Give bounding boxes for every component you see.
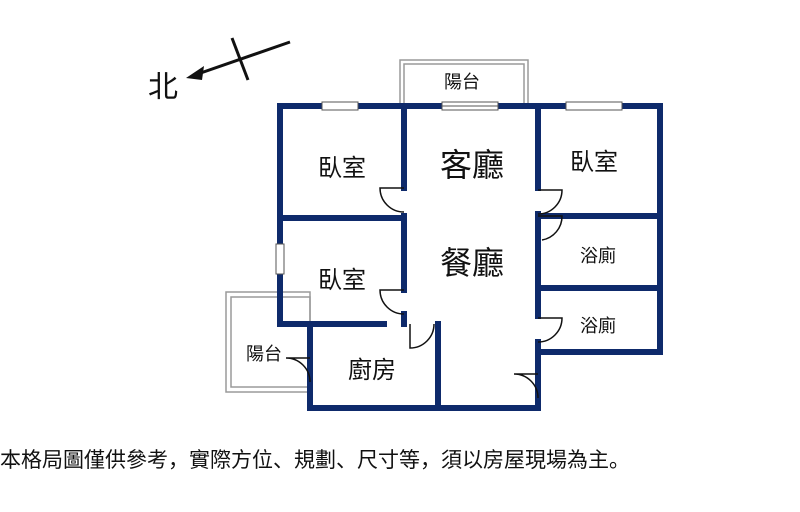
room-label-balcony-top: 陽台 [444, 72, 480, 93]
room-label-bathroom-1: 浴廁 [580, 245, 616, 267]
room-label-bedroom-w: 臥室 [318, 266, 366, 294]
windows [275, 101, 623, 275]
room-label-balcony-left: 陽台 [246, 344, 282, 365]
balcony-left [225, 291, 311, 393]
north-arrow-icon [186, 37, 291, 81]
doors [285, 187, 563, 399]
room-label-kitchen: 廚房 [348, 356, 396, 384]
room-label-bedroom-ne: 臥室 [570, 148, 618, 176]
floor-plan: 北 [148, 37, 663, 411]
room-label-bedroom-nw: 臥室 [318, 154, 366, 182]
room-label-living-room: 客廳 [440, 146, 504, 184]
north-label: 北 [148, 70, 178, 105]
room-label-dining-room: 餐廳 [440, 244, 504, 282]
room-label-bathroom-2: 浴廁 [580, 315, 616, 337]
disclaimer-text: 本格局圖僅供參考，實際方位、規劃、尺寸等，須以房屋現場為主。 [0, 448, 630, 472]
